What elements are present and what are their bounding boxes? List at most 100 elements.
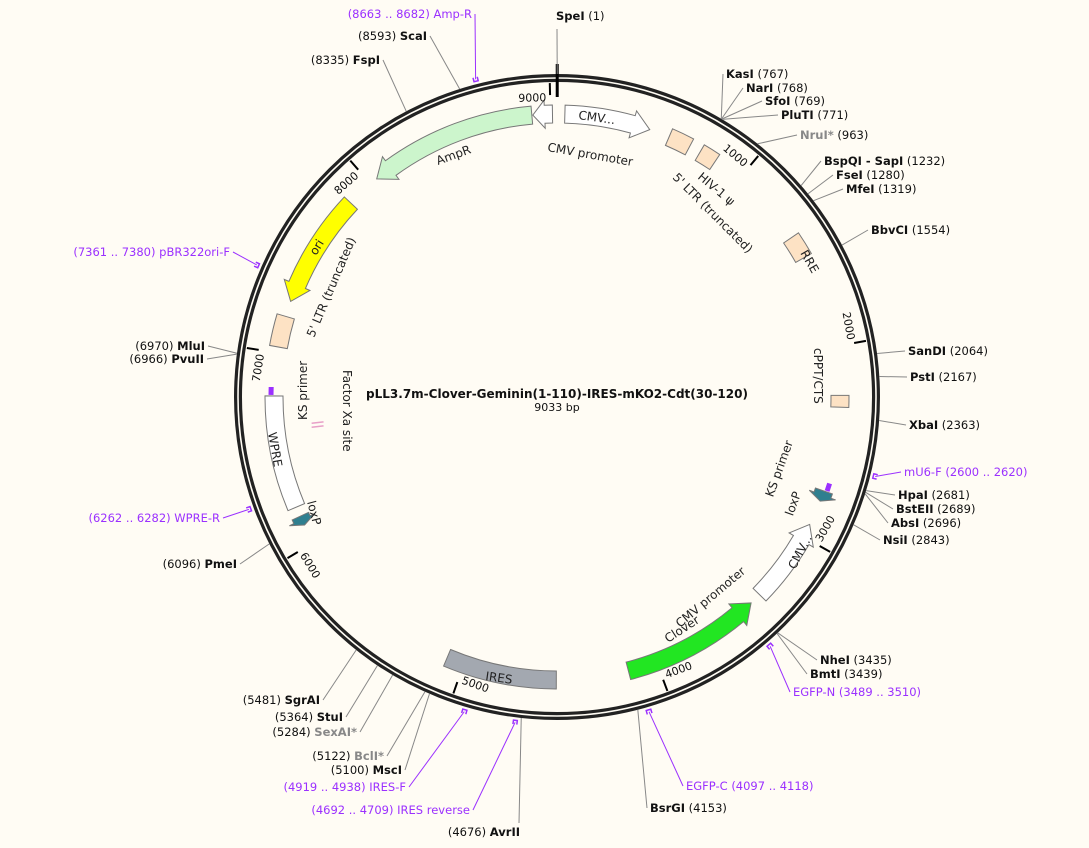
primer-egfp-c[interactable]: EGFP-C (4097 .. 4118) <box>686 779 813 793</box>
enzyme-position: (769) <box>790 94 825 108</box>
feature-ires[interactable] <box>442 648 557 690</box>
feature-rre[interactable] <box>782 232 813 264</box>
primer-mark[interactable] <box>645 708 653 715</box>
feature-loxp[interactable] <box>289 511 315 527</box>
enzyme-name: NsiI <box>883 533 908 547</box>
primer-name: Amp-R <box>433 7 472 21</box>
enzyme-name: ScaI <box>400 29 427 43</box>
primer-mark[interactable] <box>245 505 253 513</box>
primer-mark[interactable] <box>460 708 468 715</box>
tick-label: 3000 <box>813 513 838 544</box>
enzyme-site-spei[interactable]: SpeI (1) <box>556 9 605 23</box>
feature-ori[interactable] <box>283 196 359 303</box>
feature-label-factor-xa[interactable]: Factor Xa site <box>340 370 354 452</box>
primer-mark[interactable] <box>253 261 261 269</box>
enzyme-position: (6970) <box>135 339 177 353</box>
primer-mu6-f[interactable]: mU6-F (2600 .. 2620) <box>904 465 1028 479</box>
feature-wpre[interactable] <box>264 395 306 512</box>
primer-name: WPRE-R <box>174 511 220 525</box>
enzyme-name: SexAI* <box>314 725 357 739</box>
enzyme-position: (3439) <box>841 667 883 681</box>
enzyme-site-scai[interactable]: (8593) ScaI <box>358 29 427 43</box>
feature-label-loxp-right[interactable]: loxP <box>782 490 804 518</box>
enzyme-site-pluti[interactable]: PluTI (771) <box>781 108 848 122</box>
primer-mark[interactable] <box>765 642 774 650</box>
enzyme-leader-line <box>776 633 808 675</box>
enzyme-site-kasi[interactable]: KasI (767) <box>726 67 788 81</box>
primer-pbr322ori-f[interactable]: (7361 .. 7380) pBR322ori-F <box>73 245 230 259</box>
feature-5-ltr-truncated[interactable] <box>664 128 695 156</box>
feature-label-loxp-left[interactable]: loxP <box>304 499 324 526</box>
feature-cmv-promoter[interactable] <box>752 523 814 602</box>
enzyme-site-nari[interactable]: NarI (768) <box>746 81 808 95</box>
enzyme-leader-line <box>864 493 889 524</box>
primer-ires-f[interactable]: (4919 .. 4938) IRES-F <box>283 780 406 794</box>
enzyme-site-bbvci[interactable]: BbvCI (1554) <box>871 223 950 237</box>
feature-5-ltr-truncated[interactable] <box>269 313 295 350</box>
enzyme-leader-line <box>345 665 378 718</box>
primer-ires-reverse[interactable]: (4692 .. 4709) IRES reverse <box>311 803 470 817</box>
enzyme-site-sandi[interactable]: SanDI (2064) <box>908 344 988 358</box>
feature-ampr-promoter[interactable] <box>532 98 554 130</box>
factor-xa-site-mark[interactable] <box>311 425 324 428</box>
primer-range: (7361 .. 7380) <box>73 245 159 259</box>
enzyme-site-sexai[interactable]: (5284) SexAI* <box>272 725 357 739</box>
enzyme-position: (4676) <box>448 825 490 839</box>
enzyme-name: MluI <box>177 339 205 353</box>
feature-label-cppt[interactable]: cPPT/CTS <box>811 348 825 404</box>
enzyme-site-pmei[interactable]: (6096) PmeI <box>163 557 237 571</box>
enzyme-name: StuI <box>317 710 343 724</box>
feature-clover[interactable] <box>625 602 752 681</box>
enzyme-site-fsei[interactable]: FseI (1280) <box>836 168 905 182</box>
feature-cppt-cts[interactable] <box>830 394 850 409</box>
enzyme-site-msci[interactable]: (5100) MscI <box>331 763 402 777</box>
enzyme-site-xbai[interactable]: XbaI (2363) <box>909 418 980 432</box>
enzyme-site-fspi[interactable]: (8335) FspI <box>311 53 380 67</box>
enzyme-site-psti[interactable]: PstI (2167) <box>910 370 977 384</box>
enzyme-position: (1232) <box>903 154 945 168</box>
feature-label-ires[interactable]: IRES <box>485 669 514 687</box>
primer-range: (4097 .. 4118) <box>731 779 813 793</box>
enzyme-site-absi[interactable]: AbsI (2696) <box>891 516 961 530</box>
feature-hiv-1[interactable] <box>694 144 721 171</box>
enzyme-site-bmti[interactable]: BmtI (3439) <box>810 667 882 681</box>
feature-label-wpre[interactable]: WPRE <box>265 431 285 468</box>
enzyme-site-stui[interactable]: (5364) StuI <box>275 710 343 724</box>
primer-amp-r[interactable]: (8663 .. 8682) Amp-R <box>348 7 472 21</box>
enzyme-site-sfoi[interactable]: SfoI (769) <box>765 94 825 108</box>
primer-mark[interactable] <box>512 719 519 725</box>
enzyme-site-nrui[interactable]: NruI* (963) <box>800 128 868 142</box>
primer-mark[interactable] <box>472 76 480 83</box>
enzyme-site-avrii[interactable]: (4676) AvrII <box>448 825 520 839</box>
enzyme-site-pvuii[interactable]: (6966) PvuII <box>129 352 204 366</box>
enzyme-site-bspqi-sapi[interactable]: BspQI - SapI (1232) <box>824 154 945 168</box>
feature-ampr[interactable] <box>376 105 534 180</box>
primer-wpre-r[interactable]: (6262 .. 6282) WPRE-R <box>89 511 221 525</box>
enzyme-site-mfei[interactable]: MfeI (1319) <box>846 182 916 196</box>
enzyme-name: KasI <box>726 67 754 81</box>
feature-label-cmv-short[interactable]: CMV... <box>578 108 616 127</box>
feature-loxp[interactable] <box>808 487 836 502</box>
feature-cmv-promoter[interactable] <box>564 104 651 139</box>
primer-egfp-n[interactable]: EGFP-N (3489 .. 3510) <box>793 685 921 699</box>
enzyme-site-nsii[interactable]: NsiI (2843) <box>883 533 950 547</box>
primer-mark[interactable] <box>871 472 878 480</box>
enzyme-site-bcli[interactable]: (5122) BclI* <box>312 749 384 763</box>
factor-xa-site-mark[interactable] <box>311 421 324 424</box>
enzyme-leader-line <box>429 35 461 90</box>
ks-primer-mark[interactable] <box>824 482 832 492</box>
enzyme-site-bsteii[interactable]: BstEII (2689) <box>896 502 975 516</box>
enzyme-name: NruI* <box>800 128 834 142</box>
enzyme-site-bsrgi[interactable]: BsrGI (4153) <box>650 801 727 815</box>
enzyme-site-mlui[interactable]: (6970) MluI <box>135 339 205 353</box>
tick-label: 6000 <box>297 550 323 581</box>
enzyme-site-nhei[interactable]: NheI (3435) <box>820 653 892 667</box>
feature-label-rre[interactable]: RRE <box>797 248 821 276</box>
enzyme-site-sgrai[interactable]: (5481) SgrAI <box>243 693 320 707</box>
enzyme-name: PluTI <box>781 108 814 122</box>
enzyme-leader-line <box>877 350 906 354</box>
enzyme-site-hpai[interactable]: HpaI (2681) <box>898 488 970 502</box>
feature-label-ks-primer-left[interactable]: KS primer <box>296 361 310 420</box>
feature-label-cmv-promoter[interactable]: CMV promoter <box>546 140 634 169</box>
tick-mark <box>662 679 669 692</box>
